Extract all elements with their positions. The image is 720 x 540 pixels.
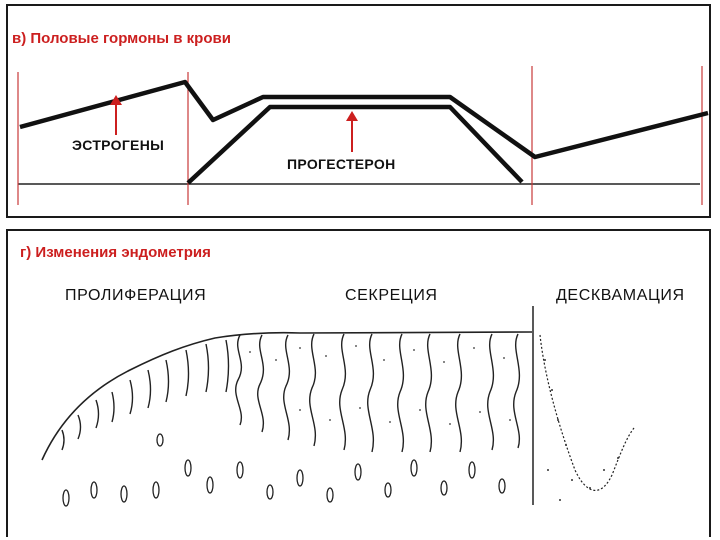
gland-cross-sections <box>63 434 505 506</box>
secretory-glands <box>236 334 520 452</box>
estrogen-curve <box>20 82 708 157</box>
hormone-chart <box>18 66 708 205</box>
proliferative-glands <box>62 340 229 450</box>
endometrium-illustration <box>42 306 634 506</box>
stromal-dots <box>249 345 619 501</box>
progesterone-arrow <box>346 111 358 152</box>
desquamation-edge <box>540 335 634 490</box>
